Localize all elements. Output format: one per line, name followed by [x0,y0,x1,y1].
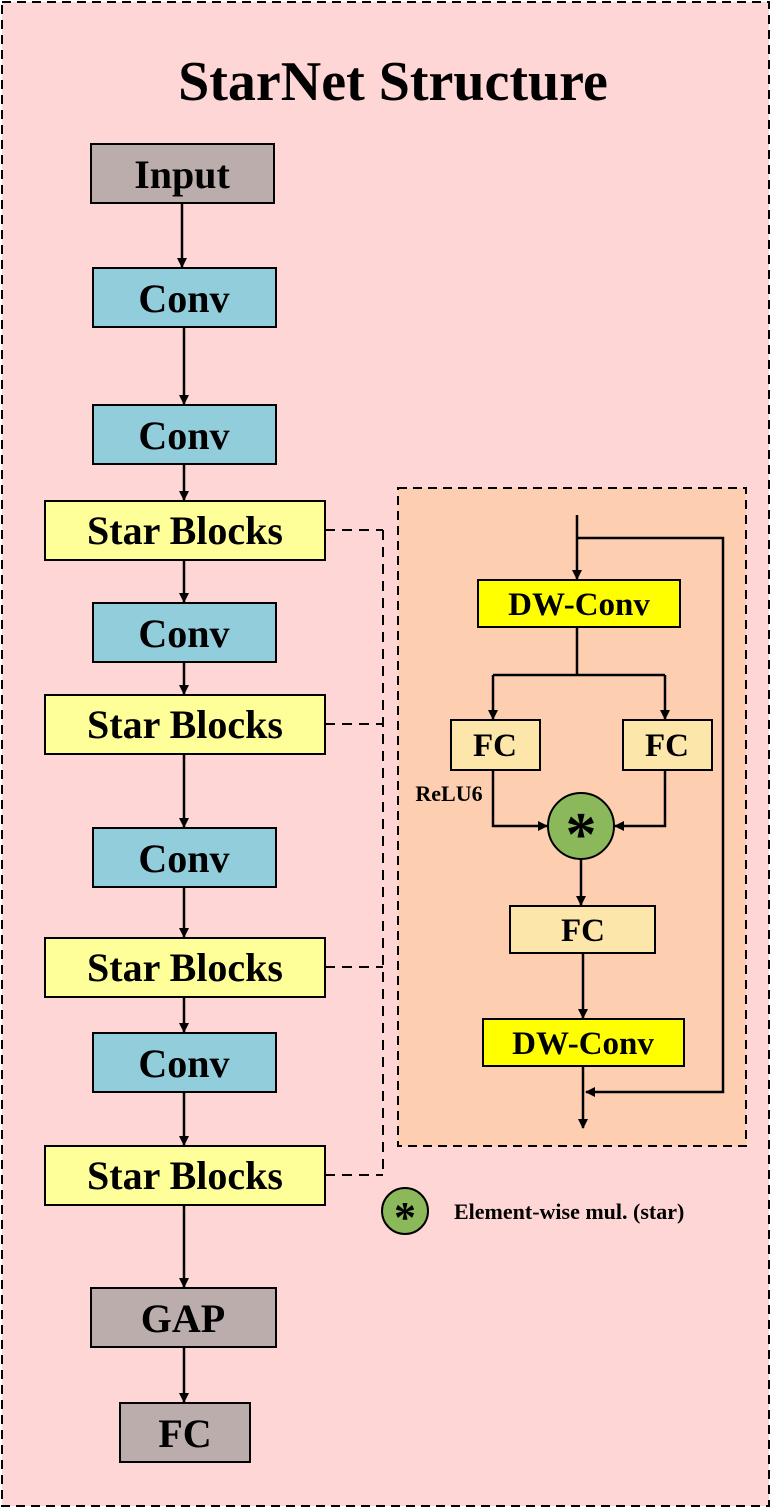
legend-symbol: * [394,1193,416,1242]
conv-label-2: Conv [138,413,229,458]
star-blocks-label-3: Star Blocks [87,945,283,990]
conv-block-4: Conv [92,827,277,888]
star-blocks-4: Star Blocks [44,1145,326,1206]
conv-label-5: Conv [138,1041,229,1086]
conv-block-5: Conv [92,1032,277,1093]
star-blocks-1: Star Blocks [44,500,326,561]
main-arrows [177,203,189,1403]
star-block-detail: DW-Conv FC FC ReLU6 * FC DW-Conv [397,487,747,1147]
diagram-title: StarNet Structure [178,51,608,113]
fc-output-block: FC [119,1402,251,1463]
conv-block-2: Conv [92,404,277,465]
conv-block-1: Conv [92,267,277,328]
fc-left-label: FC [473,728,517,764]
conv-block-3: Conv [92,602,277,663]
conv-label-4: Conv [138,836,229,881]
input-label: Input [134,152,230,197]
legend: * Element-wise mul. (star) [381,1187,684,1242]
relu6-label: ReLU6 [415,781,482,806]
dwconv-top-label: DW-Conv [508,587,650,623]
fc-merge-label: FC [561,913,605,949]
input-block: Input [90,143,275,204]
fc-output-label: FC [158,1411,211,1456]
gap-block: GAP [90,1287,277,1348]
legend-label: Element-wise mul. (star) [454,1199,684,1224]
conv-label-1: Conv [138,276,229,321]
star-blocks-2: Star Blocks [44,694,326,755]
main-column: Input Conv Conv Star Blocks Conv Star Bl… [44,143,326,1463]
fc-right-label: FC [645,728,689,764]
star-blocks-label-2: Star Blocks [87,702,283,747]
star-operator: * [566,801,597,869]
star-blocks-3: Star Blocks [44,937,326,998]
gap-label: GAP [141,1296,225,1341]
dwconv-bottom-label: DW-Conv [512,1026,654,1062]
star-blocks-label-4: Star Blocks [87,1153,283,1198]
detail-connectors [325,529,384,1176]
conv-label-3: Conv [138,611,229,656]
star-blocks-label-1: Star Blocks [87,508,283,553]
